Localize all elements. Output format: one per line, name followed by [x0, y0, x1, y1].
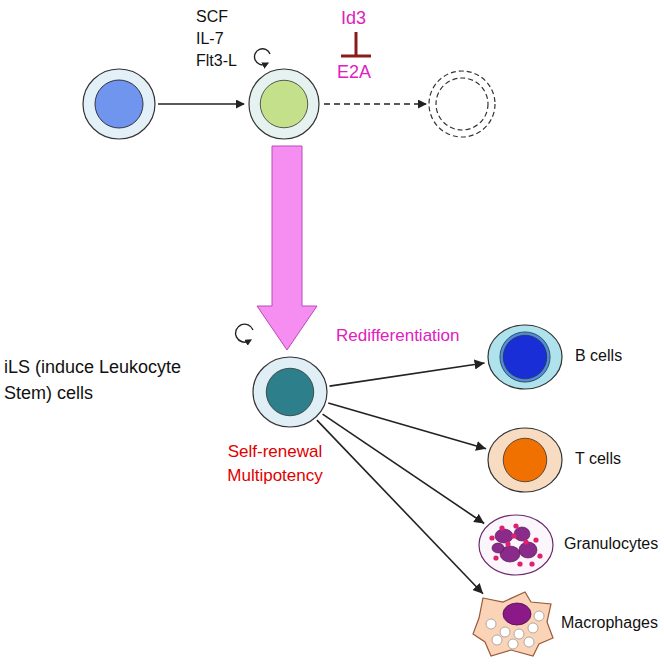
- property-note: Self-renewal Multipotency: [215, 440, 335, 488]
- t-cell-outline: [487, 427, 563, 493]
- blocked-arrow: [324, 103, 426, 105]
- b-cell-outline: [487, 324, 563, 390]
- gene-label: E2A: [337, 62, 371, 84]
- dashed-cell: [429, 71, 495, 137]
- differentiation-arrow: [317, 420, 483, 594]
- granulocyte-outline: [478, 514, 554, 576]
- process-label: Redifferentiation: [336, 326, 460, 346]
- cytokine-list: SCF IL-7 Flt3-L: [196, 6, 250, 72]
- cell-type-label: Macrophages: [561, 613, 658, 634]
- self-renewal-arrow: [236, 324, 253, 342]
- self-renewal-arrow: [255, 49, 270, 65]
- cell-type-label: B cells: [575, 346, 622, 367]
- precursor-cell: [83, 69, 155, 139]
- b-cell: B cells: [487, 324, 563, 390]
- inhibition-bar: [341, 32, 371, 56]
- gene-label: Id3: [341, 8, 366, 30]
- ils-cell-outline: [252, 356, 328, 428]
- macrophage-outline: [469, 588, 555, 660]
- cell-name: iLS (induce Leukocyte Stem) cells: [4, 354, 209, 406]
- progenitor-cell: SCF IL-7 Flt3-L: [248, 68, 320, 140]
- t-cell: T cells: [487, 427, 563, 493]
- block-arrow: [257, 146, 317, 350]
- cell-type-label: T cells: [575, 449, 621, 470]
- differentiation-arrow: [330, 363, 485, 386]
- differentiation-arrow: [323, 414, 485, 523]
- ils-cell: iLS (induce Leukocyte Stem) cellsSelf-re…: [252, 356, 328, 428]
- cell-type-label: Granulocytes: [564, 534, 658, 555]
- differentiation-arrow: [158, 103, 244, 105]
- differentiation-arrow: [328, 403, 486, 449]
- progenitor-cell-outline: [248, 68, 320, 140]
- macrophage: Macrophages: [469, 588, 555, 660]
- granulocyte: Granulocytes: [478, 514, 554, 576]
